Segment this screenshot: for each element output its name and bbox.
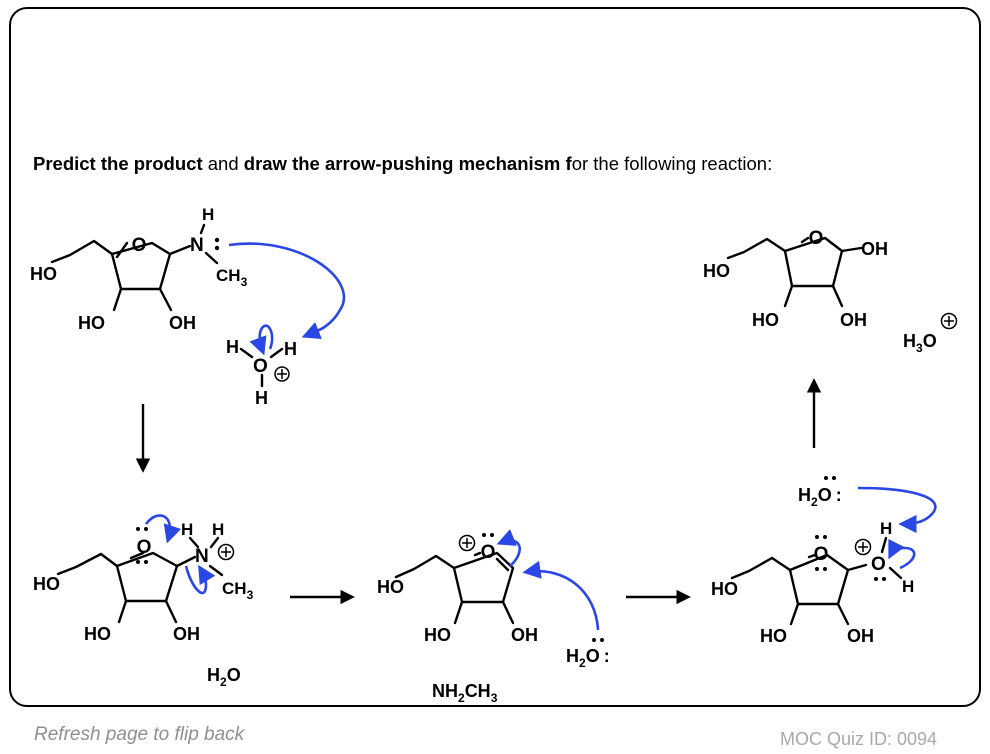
product-ring-oxygen: O [809, 228, 824, 249]
product-ho-left: HO [703, 261, 730, 281]
water-nucleophile: H2O: [566, 646, 610, 670]
prot-ring-bonds [56, 551, 197, 624]
start-n-lone-pair [214, 237, 220, 251]
h3o-plus-charge [274, 366, 290, 382]
oxonium-ring-bonds [730, 553, 868, 626]
oxonium-h-right: H [902, 577, 914, 596]
water-base-o-lone-pair [824, 476, 836, 480]
arrow-n-attacks-h [228, 242, 346, 340]
prot-oh-bottom: OH [173, 624, 200, 644]
oxo-ring-bonds [394, 551, 515, 625]
oxonium-oh-bonds [880, 536, 903, 580]
oxo-double-bond [495, 557, 510, 572]
oxonium-h-top: H [880, 519, 892, 538]
prompt-bold-mechanism: draw the arrow-pushing mechanism f [243, 153, 572, 174]
arrow-water-takes-h [857, 486, 937, 534]
h3o-h-left: H [226, 337, 239, 357]
arrow-pi-bond-to-o [496, 529, 521, 567]
product: O OH HO HO OH [703, 228, 888, 330]
oxo-ho-left: HO [377, 577, 404, 597]
start-ho-left: HO [30, 264, 57, 284]
product-ring-bonds [726, 236, 863, 308]
arrow-cn-bond-leaves [184, 564, 216, 595]
start-n-hydrogen: H [202, 205, 214, 224]
arrow-oh-bond-to-o2 [888, 538, 916, 570]
oxonium-ho-left: HO [711, 579, 738, 599]
oxonium-ho-bottom: HO [760, 626, 787, 646]
oxo-o-lone-pair [482, 533, 494, 537]
water-nuc-o-lone-pair [592, 638, 604, 642]
h3o-oxygen: O [253, 356, 268, 377]
oxo-ho-bottom: HO [424, 625, 451, 645]
start-oh-bottom: OH [169, 313, 196, 333]
product-oh-bottom: OH [840, 310, 867, 330]
oxonium-intermediate: O HO HO OH O H H [711, 519, 914, 646]
h3o-product-label: H3O [903, 331, 937, 355]
prot-ring-o-lone-pairs [136, 527, 148, 564]
quiz-id-label: MOC Quiz ID: 0094 [780, 729, 938, 749]
product-ho-bottom: HO [752, 310, 779, 330]
prot-ho-bottom: HO [84, 624, 111, 644]
start-nitrogen: N [190, 235, 204, 256]
oxo-plus-charge [458, 534, 476, 552]
oxonium-oh-bottom: OH [847, 626, 874, 646]
start-methyl: CH3 [216, 266, 248, 289]
oxo-oh-bottom: OH [511, 625, 538, 645]
protonated-intermediate: O HO HO OH H H N CH3 [33, 520, 254, 644]
prompt-bold-predict: Predict the product [33, 153, 203, 174]
prot-n-plus-charge [217, 543, 235, 561]
oxonium-o-lone-pair [874, 577, 886, 581]
oxonium-plus-charge [854, 538, 872, 556]
oxocarbenium-intermediate: O HO HO OH [377, 533, 538, 645]
h3o-product-plus [940, 312, 958, 330]
prot-nitrogen: N [195, 546, 209, 567]
start-n-bonds [199, 223, 219, 265]
arrow-oh-bond-to-o [249, 324, 274, 356]
arrow-water-attacks-c [522, 560, 600, 631]
prot-ring-oxygen: O [137, 537, 152, 558]
prot-methyl: CH3 [222, 579, 254, 602]
h3o-h-bottom: H [255, 388, 268, 408]
methylamine-byproduct: NH2CH3 [432, 681, 498, 705]
arrow-o-lone-pair-to-c [144, 514, 182, 544]
prot-ho-left: HO [33, 574, 60, 594]
prompt-and: and [202, 153, 244, 174]
h3o-bonds [239, 347, 284, 388]
product-oh-right: OH [861, 239, 888, 259]
refresh-hint: Refresh page to flip back [34, 724, 245, 745]
prompt-tail: or the following reaction: [571, 153, 773, 174]
prot-h1: H [181, 520, 193, 539]
start-ho-bottom: HO [78, 313, 105, 333]
water-base: H2O: [798, 485, 842, 509]
hydronium-reactant: H O H H [226, 337, 297, 408]
oxonium-oxygen: O [871, 554, 886, 575]
question-prompt: Predict the product and draw the arrow-p… [33, 153, 772, 175]
oxonium-ring-oxygen: O [814, 544, 829, 565]
starting-material: O HO HO OH N H CH3 [30, 205, 248, 333]
hydronium-product: H3O [903, 312, 958, 355]
quiz-card [9, 7, 981, 707]
prot-h2: H [212, 520, 224, 539]
h3o-h-right: H [284, 339, 297, 359]
start-ring-bonds [50, 239, 192, 312]
water-byproduct: H2O [207, 665, 241, 689]
start-ring-oxygen: O [132, 235, 147, 256]
oxonium-ring-o-lone-pairs [815, 535, 827, 571]
oxo-ring-oxygen: O [481, 542, 496, 563]
